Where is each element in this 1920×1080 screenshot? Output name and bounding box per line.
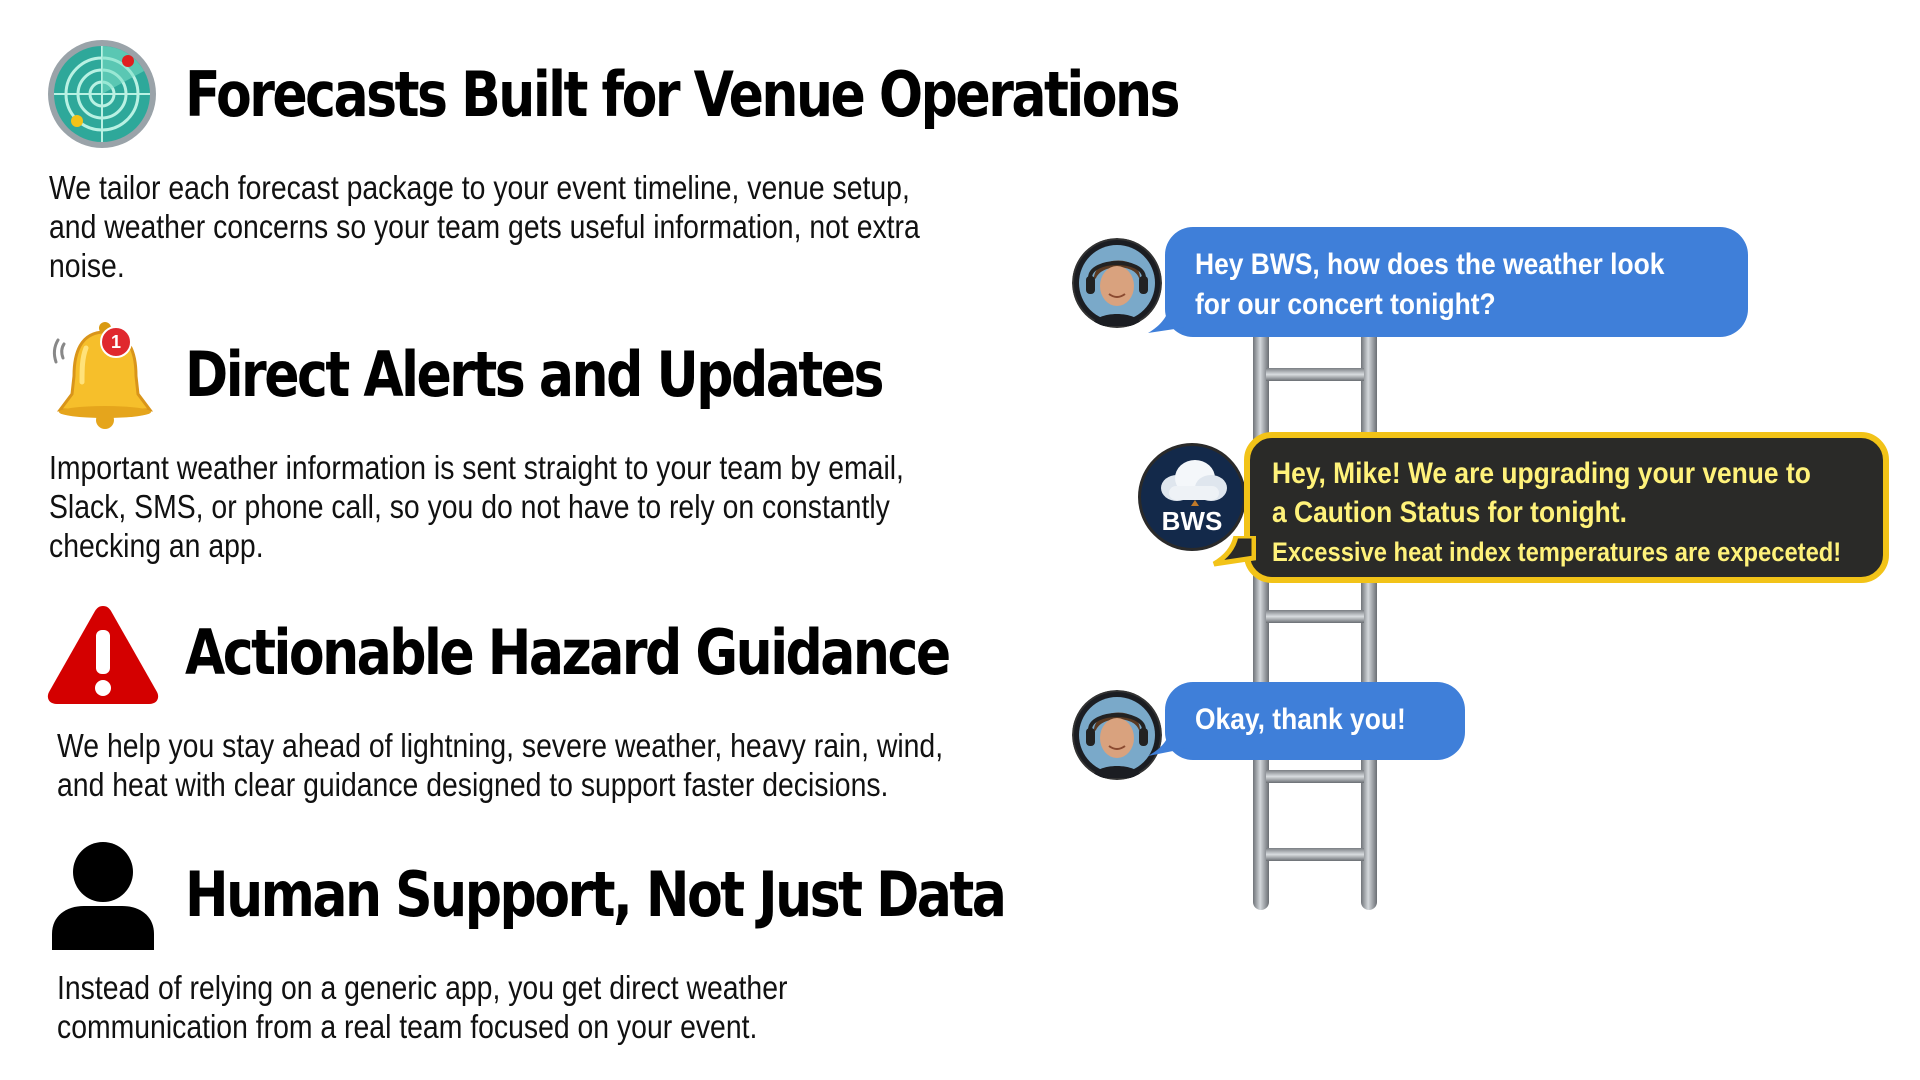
bws-logo-label: BWS <box>1161 506 1223 536</box>
description-line: and weather concerns so your team gets u… <box>49 208 920 245</box>
user-avatar <box>1072 690 1162 780</box>
feature-description: We help you stay ahead of lightning, sev… <box>57 726 943 804</box>
chat-bubble-user: Okay, thank you! <box>1165 682 1465 760</box>
description-line: Important weather information is sent st… <box>49 449 904 486</box>
message-line: Hey, Mike! We are upgrading your venue t… <box>1272 457 1811 490</box>
feature-title: Direct Alerts and Updates <box>185 338 885 411</box>
badge-count: 1 <box>110 332 121 352</box>
description-line: Slack, SMS, or phone call, so you do not… <box>49 488 890 525</box>
feature-title: Actionable Hazard Guidance <box>185 616 951 689</box>
person-icon <box>52 842 154 950</box>
message-line: Excessive heat index temperatures are ex… <box>1272 537 1842 567</box>
warning-icon <box>47 606 159 704</box>
message-line: a Caution Status for tonight. <box>1272 496 1627 529</box>
bubble-tail <box>1212 536 1256 567</box>
ladder-graphic <box>1253 320 1377 910</box>
feature-description: Instead of relying on a generic app, you… <box>57 968 787 1046</box>
bws-logo: BWS <box>1138 443 1246 551</box>
chat-bubble-user: Hey BWS, how does the weather look for o… <box>1165 227 1748 337</box>
feature-title: Forecasts Built for Venue Operations <box>185 58 1181 131</box>
bubble-tail <box>1148 305 1188 333</box>
feature-title: Human Support, Not Just Data <box>185 858 1007 931</box>
description-line: communication from a real team focused o… <box>57 1008 758 1045</box>
message-line: Okay, thank you! <box>1195 703 1406 736</box>
description-line: checking an app. <box>49 527 264 564</box>
description-line: We tailor each forecast package to your … <box>49 169 910 206</box>
feature-description: We tailor each forecast package to your … <box>49 168 920 285</box>
feature-description: Important weather information is sent st… <box>49 448 904 565</box>
message-line: Hey BWS, how does the weather look <box>1195 248 1665 281</box>
message-line: for our concert tonight? <box>1195 288 1496 321</box>
description-line: and heat with clear guidance designed to… <box>57 766 889 803</box>
notification-badge: 1 <box>100 326 132 358</box>
description-line: Instead of relying on a generic app, you… <box>57 969 788 1006</box>
radar-icon <box>48 40 156 148</box>
description-line: noise. <box>49 247 125 284</box>
bubble-tail <box>1148 730 1188 756</box>
cloud-icon <box>1161 460 1227 506</box>
description-line: We help you stay ahead of lightning, sev… <box>57 727 944 764</box>
chat-bubble-bws: Hey, Mike! We are upgrading your venue t… <box>1244 432 1889 583</box>
user-avatar <box>1072 238 1162 328</box>
